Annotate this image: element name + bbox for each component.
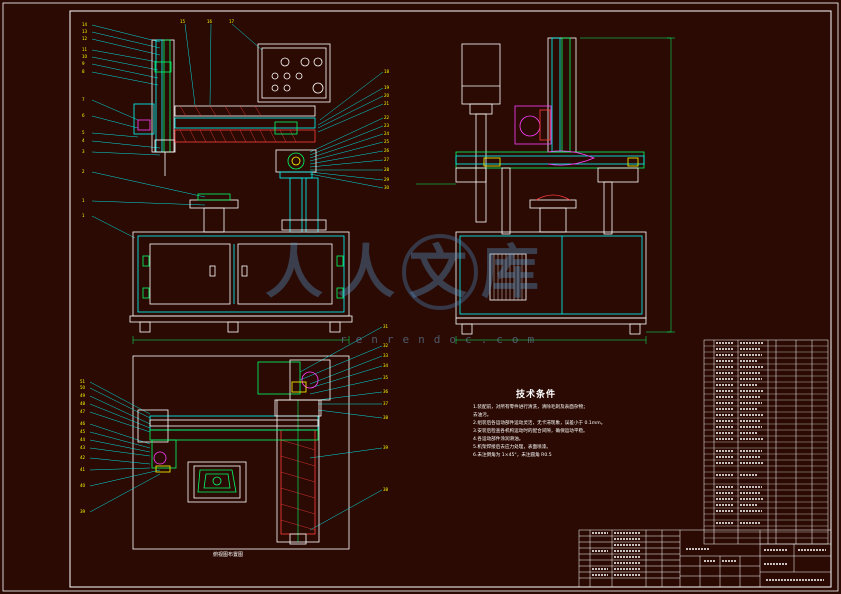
parts-list	[703, 339, 829, 545]
svg-text:40: 40	[80, 483, 86, 488]
svg-text:26: 26	[384, 148, 390, 153]
svg-text:33: 33	[383, 353, 389, 358]
svg-text:30: 30	[384, 185, 390, 190]
svg-text:6: 6	[82, 113, 85, 118]
svg-text:7: 7	[82, 97, 85, 102]
svg-text:16: 16	[207, 19, 213, 24]
svg-text:32: 32	[383, 343, 389, 348]
tech-requirement-line: 3.安装后检查各机构运动时的配合间隙，确保运动平稳。	[473, 429, 588, 434]
inner-frame	[69, 10, 832, 588]
svg-text:11: 11	[82, 47, 88, 52]
svg-text:37: 37	[383, 401, 389, 406]
tech-requirement-line: 去油污。	[473, 413, 492, 418]
plan-view-title: 俯视图布置图	[213, 552, 244, 558]
svg-text:22: 22	[384, 115, 390, 120]
svg-text:48: 48	[80, 401, 86, 406]
svg-text:35: 35	[383, 375, 389, 380]
svg-text:36: 36	[383, 389, 389, 394]
svg-text:13: 13	[82, 29, 88, 34]
svg-text:18: 18	[384, 69, 390, 74]
tech-requirement-line: 5.机架焊接后去应力处理，表面喷漆。	[473, 445, 551, 450]
tech-requirement-line: 6.未注倒角为 1×45°，未注圆角 R0.5	[473, 453, 552, 458]
svg-text:25: 25	[384, 139, 390, 144]
svg-text:9: 9	[82, 61, 85, 66]
svg-text:51: 51	[80, 379, 86, 384]
svg-text:19: 19	[384, 85, 390, 90]
svg-text:49: 49	[80, 393, 86, 398]
svg-text:10: 10	[82, 54, 88, 59]
svg-text:24: 24	[384, 131, 390, 136]
svg-text:5: 5	[82, 130, 85, 135]
watermark-text: 人人文库	[265, 238, 554, 306]
svg-text:1: 1	[82, 198, 85, 203]
svg-text:41: 41	[80, 467, 86, 472]
technical-requirements-title: 技术条件	[516, 390, 557, 400]
svg-text:12: 12	[82, 36, 88, 41]
svg-text:15: 15	[180, 19, 186, 24]
title-block	[578, 529, 832, 588]
tech-requirement-line: 2.组装后各运动部件运动灵活，无卡滞现象，误差小于 0.1mm。	[473, 421, 606, 426]
watermark-url: renrendoc.com	[340, 333, 544, 346]
svg-text:8: 8	[82, 69, 85, 74]
svg-text:2: 2	[82, 169, 85, 174]
svg-text:21: 21	[384, 101, 390, 106]
tech-requirement-line: 4.各运动部件涂润滑油。	[473, 437, 524, 442]
svg-text:17: 17	[229, 19, 235, 24]
tech-requirement-line: 1.装配前，对所有零件进行清洗，清除毛刺及表面杂物；	[473, 405, 588, 410]
svg-text:45: 45	[80, 429, 86, 434]
svg-text:14: 14	[82, 22, 88, 27]
svg-text:20: 20	[384, 93, 390, 98]
svg-text:50: 50	[80, 385, 86, 390]
svg-text:28: 28	[384, 167, 390, 172]
svg-text:1: 1	[82, 213, 85, 218]
svg-text:44: 44	[80, 437, 86, 442]
svg-text:42: 42	[80, 455, 86, 460]
svg-text:46: 46	[80, 421, 86, 426]
svg-text:3: 3	[82, 149, 85, 154]
svg-text:29: 29	[384, 177, 390, 182]
svg-text:43: 43	[80, 445, 86, 450]
svg-text:4: 4	[82, 138, 85, 143]
watermark-logo	[402, 234, 478, 310]
front-view-leaders	[91, 23, 384, 239]
side-view	[416, 37, 675, 344]
svg-text:39: 39	[80, 509, 86, 514]
svg-text:31: 31	[383, 324, 389, 329]
svg-text:38: 38	[383, 415, 389, 420]
svg-text:23: 23	[384, 123, 390, 128]
svg-text:47: 47	[80, 409, 86, 414]
svg-text:39: 39	[383, 445, 389, 450]
svg-text:38: 38	[383, 487, 389, 492]
svg-text:27: 27	[384, 157, 390, 162]
svg-text:34: 34	[383, 363, 389, 368]
